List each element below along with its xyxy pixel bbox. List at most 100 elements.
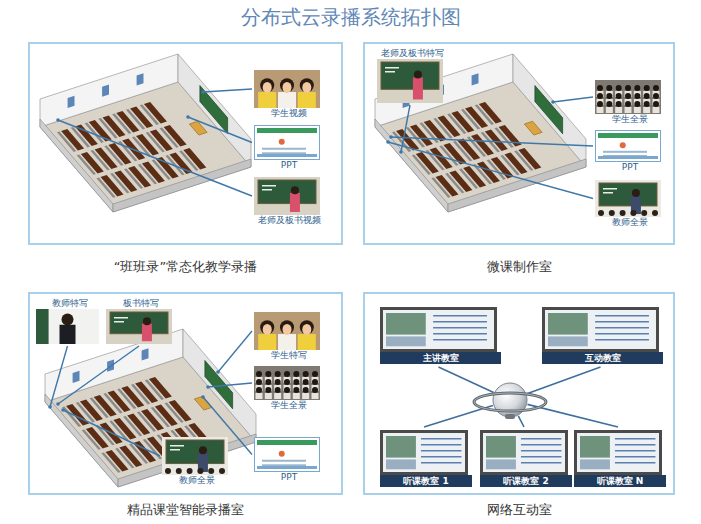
display-text-line [521,438,561,440]
thumbnail-image [380,307,497,352]
monitor-display [383,310,494,349]
student-body [274,393,281,399]
student-chair [420,123,439,143]
student-body [278,334,296,350]
student-body [634,107,641,113]
display-text-line [421,450,461,452]
student-chair [124,168,143,188]
front-wall [375,119,448,212]
slide-header [257,128,317,133]
camera-point [386,140,390,144]
thumbnail-image [595,80,661,114]
monitor-display [577,433,659,472]
display-text-line [433,327,487,329]
thumbnail-image [254,366,320,400]
monitor-picture [380,430,468,475]
video-thumbnail: 学生特写 [254,312,324,361]
screen-label: 互动教室 [542,352,663,364]
video-frame [36,309,99,344]
student-head [187,468,193,474]
student-head [625,101,631,107]
display-text-line [595,327,649,329]
student-head [165,468,171,474]
student-head [312,387,318,393]
camera-point [216,370,220,374]
chalk-writing [170,449,180,451]
video-thumbnail: 教师全景 [162,437,232,486]
student-head [597,93,603,99]
panel-caption: 微课制作室 [345,259,693,274]
camera-point [201,395,205,399]
classroom-floor [45,357,256,487]
thumbnail-image [254,70,320,108]
chalk-writing [262,185,276,187]
student-chair [453,141,472,161]
student-chair [123,416,142,436]
video-frame [377,59,443,103]
student-chair [179,150,198,170]
student-chair [461,109,480,129]
display-text-line [615,456,655,458]
video-frame [254,366,320,400]
thumbnail-label: 学生全景 [254,400,324,411]
display-text-line [595,315,649,317]
camera-point [56,402,60,406]
student-head [265,371,271,377]
student-head [597,85,603,91]
photo-background [162,437,228,475]
monitor-display [545,310,656,349]
student-chair [151,407,170,427]
wall-poster [73,371,80,383]
student-head [625,93,631,99]
teacher-body [290,193,300,212]
student-body [653,107,660,113]
student-hair [260,320,274,334]
student-head [634,85,640,91]
diagram-title: 分布式云录播系统拓扑图 [0,5,701,29]
student-chair [159,127,178,147]
student-body [312,393,319,399]
monitor-display [383,433,465,472]
thumbnail-label: 教师全景 [162,475,232,486]
camera-leader-line [188,117,252,143]
display-text-line [433,315,487,317]
student-chair [137,411,156,431]
student-chair [146,132,165,152]
student-head [303,379,309,385]
student-head [653,101,659,107]
camera-leader-line [218,331,252,372]
camera-point [206,385,210,389]
student-hair [300,320,314,334]
student-head [609,210,615,216]
chalk-writing [170,445,184,447]
front-wall [40,119,113,212]
student-chair [132,136,151,156]
video-frame [595,80,661,114]
camera-leader-line [50,346,68,407]
video-frame [254,312,320,350]
slide-header [257,440,317,445]
video-window [386,436,416,458]
blackboard [258,180,316,204]
thumbnail-image [254,177,320,215]
display-text-line [521,462,561,464]
blackboard-edge [36,309,49,344]
blackboard [110,312,168,334]
blackboard [535,86,563,134]
thumbnail-image [574,430,662,475]
student-chair [433,118,452,138]
student-head [620,210,626,216]
slide-background [596,131,661,162]
thumbnail-label: 学生特写 [254,350,324,361]
student-head [598,210,604,216]
student-chair [439,145,458,165]
thumbnail-image [595,180,661,217]
camera-leader-line [553,97,593,102]
student-head [606,85,612,91]
display-text-line [615,444,655,446]
student-body [256,393,263,399]
video-thumbnail: 学生全景 [254,366,324,411]
screen-label: 听课教室 1 [380,475,472,487]
wall-poster [472,73,479,85]
student-chair [103,393,122,413]
